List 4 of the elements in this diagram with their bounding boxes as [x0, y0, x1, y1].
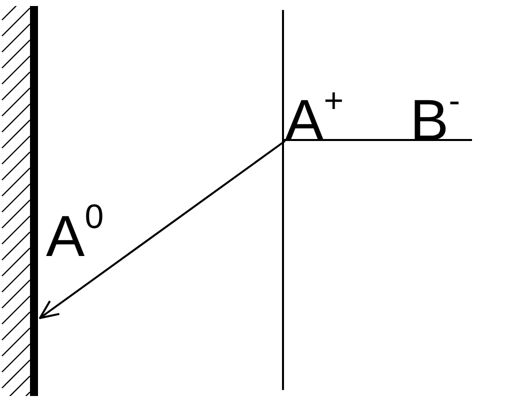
- species-label: A$^{+}$: [285, 92, 344, 150]
- species-label: B$^{-}$: [410, 92, 460, 150]
- hatched-wall: [0, 6, 40, 396]
- arrow: [39, 140, 286, 319]
